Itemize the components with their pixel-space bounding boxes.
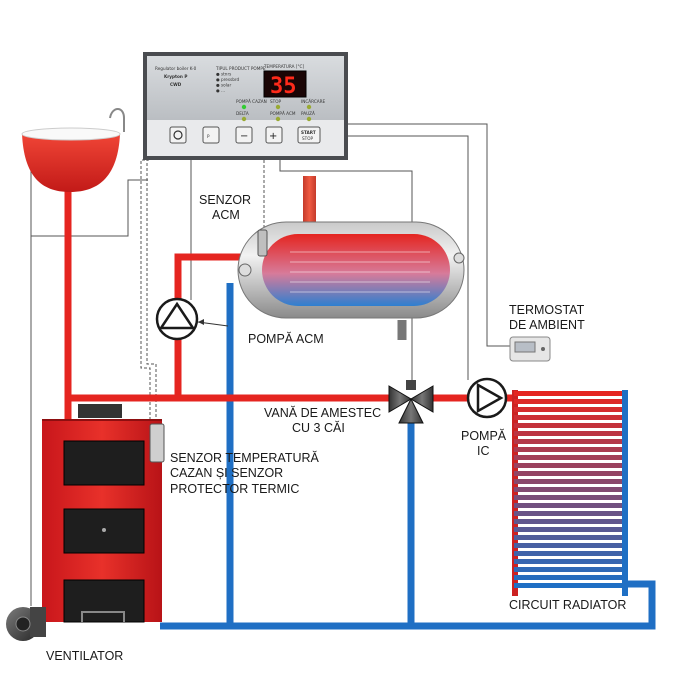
label-termostat-1: TERMOSTAT <box>509 303 585 317</box>
radiator-tube <box>514 519 626 524</box>
radiator-tube <box>514 399 626 404</box>
indicator-led <box>306 116 312 122</box>
mode-list-item: ● pressbrd <box>216 77 240 82</box>
radiator-tube <box>514 415 626 420</box>
controller-brand-line2: Krypton P <box>164 74 187 79</box>
temperature-display <box>263 70 307 98</box>
label-vana-1: VANĂ DE AMESTEC <box>264 405 381 420</box>
mode-list-item: ● ... <box>216 88 225 93</box>
wire-fan-controller <box>31 179 148 237</box>
label-senzor-acm-1: SENZOR <box>199 193 251 207</box>
indicator-led <box>241 104 247 110</box>
indicator-led <box>275 104 281 110</box>
radiator-tube <box>514 511 626 516</box>
display-title: TEMPERATURA [°C] <box>263 64 304 69</box>
expansion-tank <box>21 108 125 192</box>
temperature-value: 35 <box>270 74 297 99</box>
label-senzor-cazan-1: SENZOR TEMPERATURĂ <box>170 450 320 465</box>
plus-button-label: + <box>269 131 277 142</box>
radiator-tube <box>514 391 626 396</box>
start-stop-button[interactable] <box>297 126 321 144</box>
radiator-tube <box>514 551 626 556</box>
mode-list-item: ● solar <box>216 83 231 88</box>
room-thermostat-icon <box>509 336 551 362</box>
diagram-labels: SENZOR ACM POMPĂ ACM TERMOSTAT DE AMBIEN… <box>46 193 626 663</box>
plus-button[interactable] <box>265 126 283 144</box>
boiler-sensor-probe <box>149 423 165 463</box>
select-button-label: P <box>207 134 210 139</box>
wire-thermostat <box>345 123 510 347</box>
indicator-label: POMPĂ CAZAN <box>236 99 267 104</box>
power-button[interactable] <box>169 126 187 144</box>
indicator-led <box>241 116 247 122</box>
start-label: START <box>301 130 316 135</box>
radiator-tube <box>514 495 626 500</box>
radiator-tube <box>514 447 626 452</box>
radiator-tube <box>514 431 626 436</box>
radiator-tube <box>514 455 626 460</box>
indicator-label: POMPĂ ACM <box>270 111 296 116</box>
mode-list-item: TIPUL PRODUCT POMPE <box>215 66 266 71</box>
label-vana-2: CU 3 CĂI <box>292 420 345 435</box>
pipe-acm-supply <box>174 253 254 300</box>
radiator <box>512 390 628 596</box>
mode-list-item: ● stnrs <box>216 72 231 77</box>
radiator-tube <box>514 543 626 548</box>
indicator-led <box>306 104 312 110</box>
pipe-main-return <box>160 580 656 630</box>
pump-ic-icon <box>466 377 508 419</box>
label-senzor-cazan-3: PROTECTOR TERMIC <box>170 482 299 496</box>
select-button[interactable] <box>202 126 220 144</box>
control-wires <box>30 123 510 606</box>
radiator-tube <box>514 479 626 484</box>
radiator-tube <box>514 439 626 444</box>
indicator-label: DELTA <box>236 111 249 116</box>
label-senzor-cazan-2: CAZAN ȘI SENZOR <box>170 466 283 480</box>
pump-acm-icon <box>155 297 229 341</box>
radiator-tube <box>514 423 626 428</box>
indicator-label: STOP <box>270 99 282 104</box>
radiator-tube <box>514 503 626 508</box>
controller-buttons: P − + START STOP <box>169 126 321 144</box>
radiator-tube <box>514 463 626 468</box>
label-pompa-ic-2: IC <box>477 444 490 458</box>
radiator-tube <box>514 567 626 572</box>
wire-pump-ic <box>336 135 469 380</box>
radiator-tube <box>514 535 626 540</box>
stop-label: STOP <box>302 136 314 141</box>
radiator-tube <box>514 471 626 476</box>
radiator-tube <box>514 527 626 532</box>
label-senzor-acm-2: ACM <box>212 208 240 222</box>
label-ventilator: VENTILATOR <box>46 649 123 663</box>
controller-brand-line3: CWD <box>170 82 182 87</box>
hot-pipes <box>64 188 518 420</box>
radiator-tube <box>514 559 626 564</box>
radiator-tube <box>514 407 626 412</box>
radiator-tube <box>514 583 626 588</box>
controller-unit: Regulator boiler K-0 Krypton P CWD TEMPE… <box>143 52 348 160</box>
ventilator-icon <box>6 607 46 641</box>
tank-hot-outlet <box>303 176 316 224</box>
radiator-tube <box>514 575 626 580</box>
label-termostat-2: DE AMBIENT <box>509 318 585 332</box>
minus-button[interactable] <box>235 126 253 144</box>
radiator-tube <box>514 487 626 492</box>
minus-button-label: − <box>240 131 248 142</box>
acm-sensor-probe <box>257 229 268 257</box>
indicator-label: PAUZĂ <box>301 111 315 116</box>
label-pompa-ic-1: POMPĂ <box>461 428 507 443</box>
indicator-led <box>275 116 281 122</box>
cold-pipes <box>160 283 656 630</box>
controller-brand-line1: Regulator boiler K-0 <box>155 66 197 71</box>
label-pompa-acm: POMPĂ ACM <box>248 331 324 346</box>
mixing-valve-icon <box>388 380 434 424</box>
label-circuit-radiator: CIRCUIT RADIATOR <box>509 598 626 612</box>
acm-tank <box>237 221 465 319</box>
boiler <box>42 404 165 623</box>
indicator-label: INCĂRCARE <box>301 99 326 104</box>
